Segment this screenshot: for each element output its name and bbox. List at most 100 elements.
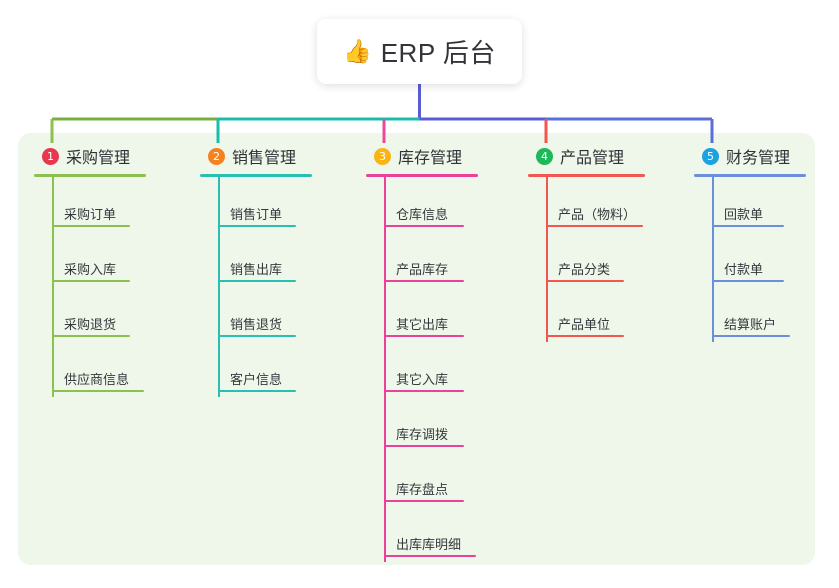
leaf-item-underline <box>52 280 130 282</box>
leaf-item-label: 销售出库 <box>230 262 283 277</box>
leaf-item-underline <box>712 335 790 337</box>
leaf-item-label: 结算账户 <box>724 317 777 332</box>
leaf-item[interactable]: 其它入库 <box>366 342 478 397</box>
column-underline-2 <box>200 174 312 177</box>
leaf-item-label: 库存盘点 <box>396 482 449 497</box>
leaf-item-underline <box>384 335 464 337</box>
leaf-item[interactable]: 产品分类 <box>528 232 645 287</box>
leaf-item-underline <box>384 390 464 392</box>
leaf-item-underline <box>546 225 643 227</box>
leaf-item-label: 销售订单 <box>230 207 283 222</box>
leaf-item-label: 采购入库 <box>64 262 117 277</box>
column-items-5: 回款单付款单结算账户 <box>694 177 806 342</box>
leaf-item-underline <box>384 555 476 557</box>
column-header-2[interactable]: 2 销售管理 <box>200 144 312 168</box>
leaf-item-underline <box>52 225 130 227</box>
leaf-item-underline <box>384 500 464 502</box>
column-underline-4 <box>528 174 645 177</box>
leaf-item[interactable]: 销售订单 <box>200 177 312 232</box>
column-title-1: 采购管理 <box>66 150 131 167</box>
column-title-2: 销售管理 <box>232 150 297 167</box>
column-badge-1: 1 <box>42 147 59 165</box>
leaf-item-label: 采购订单 <box>64 207 117 222</box>
column-badge-3: 3 <box>374 147 391 165</box>
column-badge-2: 2 <box>208 147 225 165</box>
leaf-item-underline <box>218 225 296 227</box>
column-items-1: 采购订单采购入库采购退货供应商信息 <box>34 177 146 397</box>
leaf-item-label: 回款单 <box>724 207 764 222</box>
column-stem-5 <box>712 177 714 342</box>
leaf-item-label: 其它入库 <box>396 372 449 387</box>
leaf-item[interactable]: 付款单 <box>694 232 806 287</box>
column-items-3: 仓库信息产品库存其它出库其它入库库存调拨库存盘点出库库明细 <box>366 177 478 562</box>
leaf-item-label: 其它出库 <box>396 317 449 332</box>
column-5: 5 财务管理回款单付款单结算账户 <box>694 144 806 342</box>
leaf-item-label: 供应商信息 <box>64 372 130 387</box>
leaf-item-label: 销售退货 <box>230 317 283 332</box>
leaf-item-underline <box>384 225 464 227</box>
leaf-item[interactable]: 结算账户 <box>694 287 806 342</box>
column-stem-3 <box>384 177 386 562</box>
column-items-2: 销售订单销售出库销售退货客户信息 <box>200 177 312 397</box>
leaf-item[interactable]: 仓库信息 <box>366 177 478 232</box>
leaf-item[interactable]: 产品单位 <box>528 287 645 342</box>
leaf-item-underline <box>712 225 784 227</box>
leaf-item-underline <box>384 445 464 447</box>
leaf-item-label: 付款单 <box>724 262 764 277</box>
column-3: 3 库存管理仓库信息产品库存其它出库其它入库库存调拨库存盘点出库库明细 <box>366 144 478 562</box>
column-2: 2 销售管理销售订单销售出库销售退货客户信息 <box>200 144 312 397</box>
leaf-item-label: 库存调拨 <box>396 427 449 442</box>
column-header-5[interactable]: 5 财务管理 <box>694 144 806 168</box>
column-stem-4 <box>546 177 548 342</box>
column-underline-5 <box>694 174 806 177</box>
leaf-item-underline <box>218 280 296 282</box>
leaf-item-underline <box>546 335 624 337</box>
leaf-item[interactable]: 采购退货 <box>34 287 146 342</box>
column-1: 1 采购管理采购订单采购入库采购退货供应商信息 <box>34 144 146 397</box>
leaf-item[interactable]: 产品（物料） <box>528 177 645 232</box>
leaf-item[interactable]: 客户信息 <box>200 342 312 397</box>
leaf-item[interactable]: 库存调拨 <box>366 397 478 452</box>
thumbs-up-icon: 👍 <box>343 38 372 64</box>
column-title-5: 财务管理 <box>726 150 791 167</box>
root-node-title: ERP 后台 <box>380 38 496 68</box>
leaf-item-label: 产品单位 <box>558 317 611 332</box>
diagram-panel <box>18 133 815 565</box>
leaf-item-underline <box>218 390 296 392</box>
leaf-item-label: 出库库明细 <box>396 537 462 552</box>
leaf-item[interactable]: 采购订单 <box>34 177 146 232</box>
leaf-item-label: 产品分类 <box>558 262 611 277</box>
root-node[interactable]: 👍 ERP 后台 <box>317 19 522 84</box>
column-header-3[interactable]: 3 库存管理 <box>366 144 478 168</box>
leaf-item[interactable]: 产品库存 <box>366 232 478 287</box>
leaf-item-underline <box>546 280 624 282</box>
leaf-item[interactable]: 供应商信息 <box>34 342 146 397</box>
leaf-item[interactable]: 其它出库 <box>366 287 478 342</box>
leaf-item[interactable]: 采购入库 <box>34 232 146 287</box>
leaf-item[interactable]: 销售出库 <box>200 232 312 287</box>
column-underline-1 <box>34 174 146 177</box>
leaf-item-underline <box>384 280 464 282</box>
column-items-4: 产品（物料） 产品分类产品单位 <box>528 177 645 342</box>
column-header-1[interactable]: 1 采购管理 <box>34 144 146 168</box>
column-badge-4: 4 <box>536 147 553 165</box>
leaf-item-label: 产品（物料） <box>558 207 637 222</box>
leaf-item[interactable]: 出库库明细 <box>366 507 478 562</box>
leaf-item-label: 客户信息 <box>230 372 283 387</box>
leaf-item-underline <box>52 390 144 392</box>
leaf-item-underline <box>52 335 130 337</box>
leaf-item[interactable]: 库存盘点 <box>366 452 478 507</box>
root-node-content: 👍 ERP 后台 <box>343 33 496 70</box>
leaf-item-label: 采购退货 <box>64 317 117 332</box>
column-badge-5: 5 <box>702 147 719 165</box>
leaf-item-underline <box>712 280 784 282</box>
leaf-item-label: 仓库信息 <box>396 207 449 222</box>
leaf-item[interactable]: 销售退货 <box>200 287 312 342</box>
leaf-item[interactable]: 回款单 <box>694 177 806 232</box>
column-title-3: 库存管理 <box>398 150 463 167</box>
column-stem-2 <box>218 177 220 397</box>
leaf-item-label: 产品库存 <box>396 262 449 277</box>
